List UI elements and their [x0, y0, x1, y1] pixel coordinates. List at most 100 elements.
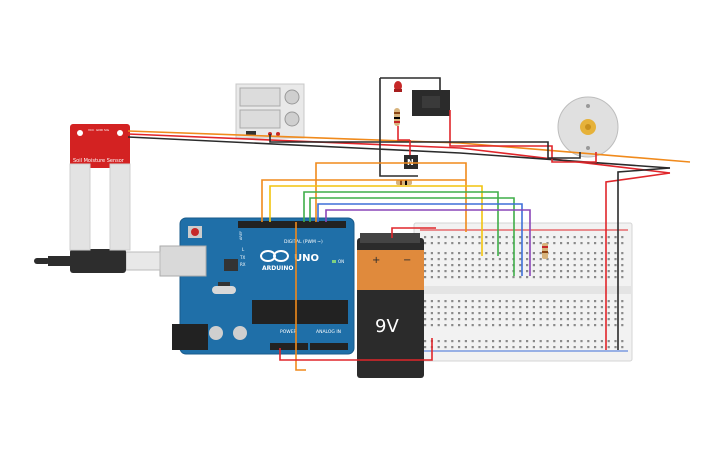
breadboard-hole [471, 312, 474, 315]
breadboard-hole [573, 340, 576, 343]
breadboard-hole [532, 270, 535, 273]
breadboard-hole [526, 340, 529, 343]
breadboard-hole [526, 264, 529, 267]
relay-icon[interactable] [412, 90, 450, 116]
breadboard-hole [451, 270, 454, 273]
breadboard-hole [505, 300, 508, 303]
breadboard-hole [621, 264, 624, 267]
breadboard-hole [532, 276, 535, 279]
breadboard-hole [444, 300, 447, 303]
breadboard-hole [458, 312, 461, 315]
breadboard-hole [451, 300, 454, 303]
breadboard-hole [444, 318, 447, 321]
breadboard-hole [553, 346, 556, 349]
breadboard-hole [580, 264, 583, 267]
breadboard-hole [519, 306, 522, 309]
breadboard-hole [430, 318, 433, 321]
breadboard-hole [566, 264, 569, 267]
breadboard-hole [498, 236, 501, 239]
breadboard-hole [471, 318, 474, 321]
wire-bottom-red [279, 338, 433, 361]
breadboard-hole [560, 346, 563, 349]
breadboard-hole [451, 276, 454, 279]
wire-blue [317, 203, 523, 276]
breadboard-hole [444, 270, 447, 273]
soil-moisture-sensor[interactable]: Soil Moisture Sensor VCC GND SIG [69, 124, 131, 251]
breadboard-hole [498, 258, 501, 261]
breadboard-hole [458, 270, 461, 273]
breadboard-hole [437, 340, 440, 343]
breadboard-hole [526, 306, 529, 309]
battery-minus: − [403, 255, 411, 266]
breadboard-hole [614, 270, 617, 273]
breadboard-hole [573, 324, 576, 327]
breadboard-hole [430, 258, 433, 261]
power-supply-module[interactable] [235, 83, 305, 139]
breadboard-hole [444, 340, 447, 343]
breadboard-hole [553, 312, 556, 315]
breadboard-hole [600, 324, 603, 327]
breadboard-hole [526, 324, 529, 327]
wire-purple [325, 209, 531, 276]
breadboard-hole [444, 236, 447, 239]
breadboard-hole [580, 270, 583, 273]
breadboard-hole [594, 340, 597, 343]
aref-label: AREF [239, 231, 243, 240]
breadboard-hole [573, 346, 576, 349]
arduino-brand: ARDUINO [262, 265, 293, 272]
usb-cable-icon[interactable] [34, 249, 161, 273]
breadboard-hole [539, 276, 542, 279]
breadboard-hole [566, 276, 569, 279]
wire-right-black [617, 167, 671, 350]
breadboard-hole [464, 264, 467, 267]
breadboard-hole [600, 264, 603, 267]
breadboard-hole [485, 264, 488, 267]
breadboard-hole [560, 236, 563, 239]
breadboard[interactable] [413, 222, 633, 362]
breadboard-hole [437, 300, 440, 303]
breadboard-hole [478, 300, 481, 303]
wire-led-red [397, 126, 410, 141]
breadboard-hole [600, 258, 603, 261]
breadboard-hole [505, 252, 508, 255]
led-icon[interactable] [394, 81, 402, 92]
sensor-pin-gnd: GND [96, 128, 104, 132]
breadboard-hole [458, 264, 461, 267]
breadboard-hole [471, 236, 474, 239]
wire-right-red [605, 172, 671, 350]
breadboard-hole [594, 306, 597, 309]
breadboard-hole [492, 318, 495, 321]
breadboard-hole [587, 324, 590, 327]
breadboard-hole [614, 276, 617, 279]
breadboard-hole [430, 264, 433, 267]
breadboard-hole [560, 276, 563, 279]
breadboard-hole [485, 276, 488, 279]
breadboard-hole [526, 312, 529, 315]
breadboard-hole [437, 318, 440, 321]
arduino-uno-board[interactable]: ARDUINO UNO DIGITAL (PWM ~) ON POWER ANA… [159, 217, 355, 355]
breadboard-hole [424, 236, 427, 239]
breadboard-hole [621, 318, 624, 321]
breadboard-hole [498, 346, 501, 349]
arduino-logo-icon [260, 250, 289, 262]
breadboard-hole [437, 276, 440, 279]
breadboard-hole [485, 252, 488, 255]
breadboard-hole [512, 324, 515, 327]
breadboard-hole [478, 270, 481, 273]
breadboard-hole [471, 340, 474, 343]
transistor-icon[interactable]: N [404, 155, 418, 169]
breadboard-hole [573, 306, 576, 309]
battery-icon[interactable]: + − 9V [357, 233, 424, 378]
breadboard-hole [587, 312, 590, 315]
dc-motor-icon[interactable] [557, 96, 619, 158]
breadboard-hole [505, 306, 508, 309]
breadboard-hole [424, 258, 427, 261]
breadboard-hole [539, 312, 542, 315]
battery-plus: + [372, 255, 380, 266]
breadboard-hole [451, 346, 454, 349]
breadboard-hole [505, 270, 508, 273]
breadboard-hole [485, 324, 488, 327]
breadboard-hole [437, 252, 440, 255]
breadboard-hole [519, 276, 522, 279]
